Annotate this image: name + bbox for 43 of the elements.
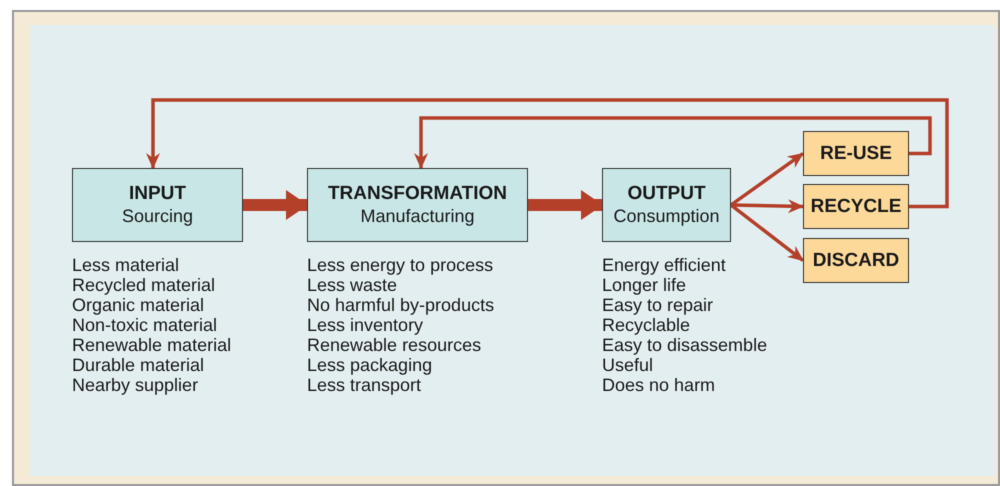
outcome-box xyxy=(803,238,909,283)
criterion-text: Easy to disassemble xyxy=(602,335,768,355)
stage-box xyxy=(307,168,528,242)
arrow xyxy=(414,116,932,169)
arrow xyxy=(730,152,804,206)
outcome-box xyxy=(803,184,909,229)
stage-title: OUTPUT xyxy=(627,183,706,205)
criterion-text: Durable material xyxy=(72,355,206,375)
criterion-text: Non-toxic material xyxy=(72,315,218,335)
criterion-text: Renewable material xyxy=(72,335,232,355)
arrow xyxy=(146,98,949,208)
stage-box xyxy=(602,168,731,242)
stage-title: INPUT xyxy=(129,183,186,205)
criterion-text: Recycled material xyxy=(72,275,216,295)
stage-subtitle: Sourcing xyxy=(122,205,194,227)
stage-subtitle: Manufacturing xyxy=(360,205,475,227)
criterion-text: Less waste xyxy=(307,275,398,295)
stage-title: DISCARD xyxy=(812,250,900,272)
criterion-text: Renewable resources xyxy=(307,335,482,355)
criterion-text: Easy to repair xyxy=(602,295,714,315)
stage-title: TRANSFORMATION xyxy=(328,183,508,205)
arrow xyxy=(730,199,804,214)
criterion-text: Does no harm xyxy=(602,375,716,395)
arrow xyxy=(730,204,804,262)
stage-subtitle: Consumption xyxy=(613,205,720,227)
outcome-box xyxy=(803,131,909,176)
criterion-text: Recyclable xyxy=(602,315,692,335)
arrow xyxy=(243,190,308,220)
criterion-text: No harmful by-products xyxy=(307,295,494,315)
criterion-text: Less energy to process xyxy=(307,255,494,275)
criterion-text: Less packaging xyxy=(307,355,434,375)
criterion-text: Nearby supplier xyxy=(72,375,200,395)
stage-title: RE-USE xyxy=(820,142,892,164)
stage-title: RECYCLE xyxy=(810,196,902,218)
criterion-text: Energy efficient xyxy=(602,255,727,275)
stage-box xyxy=(72,168,243,242)
criterion-text: Organic material xyxy=(72,295,206,315)
criterion-text: Less inventory xyxy=(307,315,424,335)
criterion-text: Longer life xyxy=(602,275,688,295)
criterion-text: Useful xyxy=(602,355,654,375)
arrow xyxy=(528,190,603,220)
criterion-text: Less material xyxy=(72,255,180,275)
criterion-text: Less transport xyxy=(307,375,422,395)
